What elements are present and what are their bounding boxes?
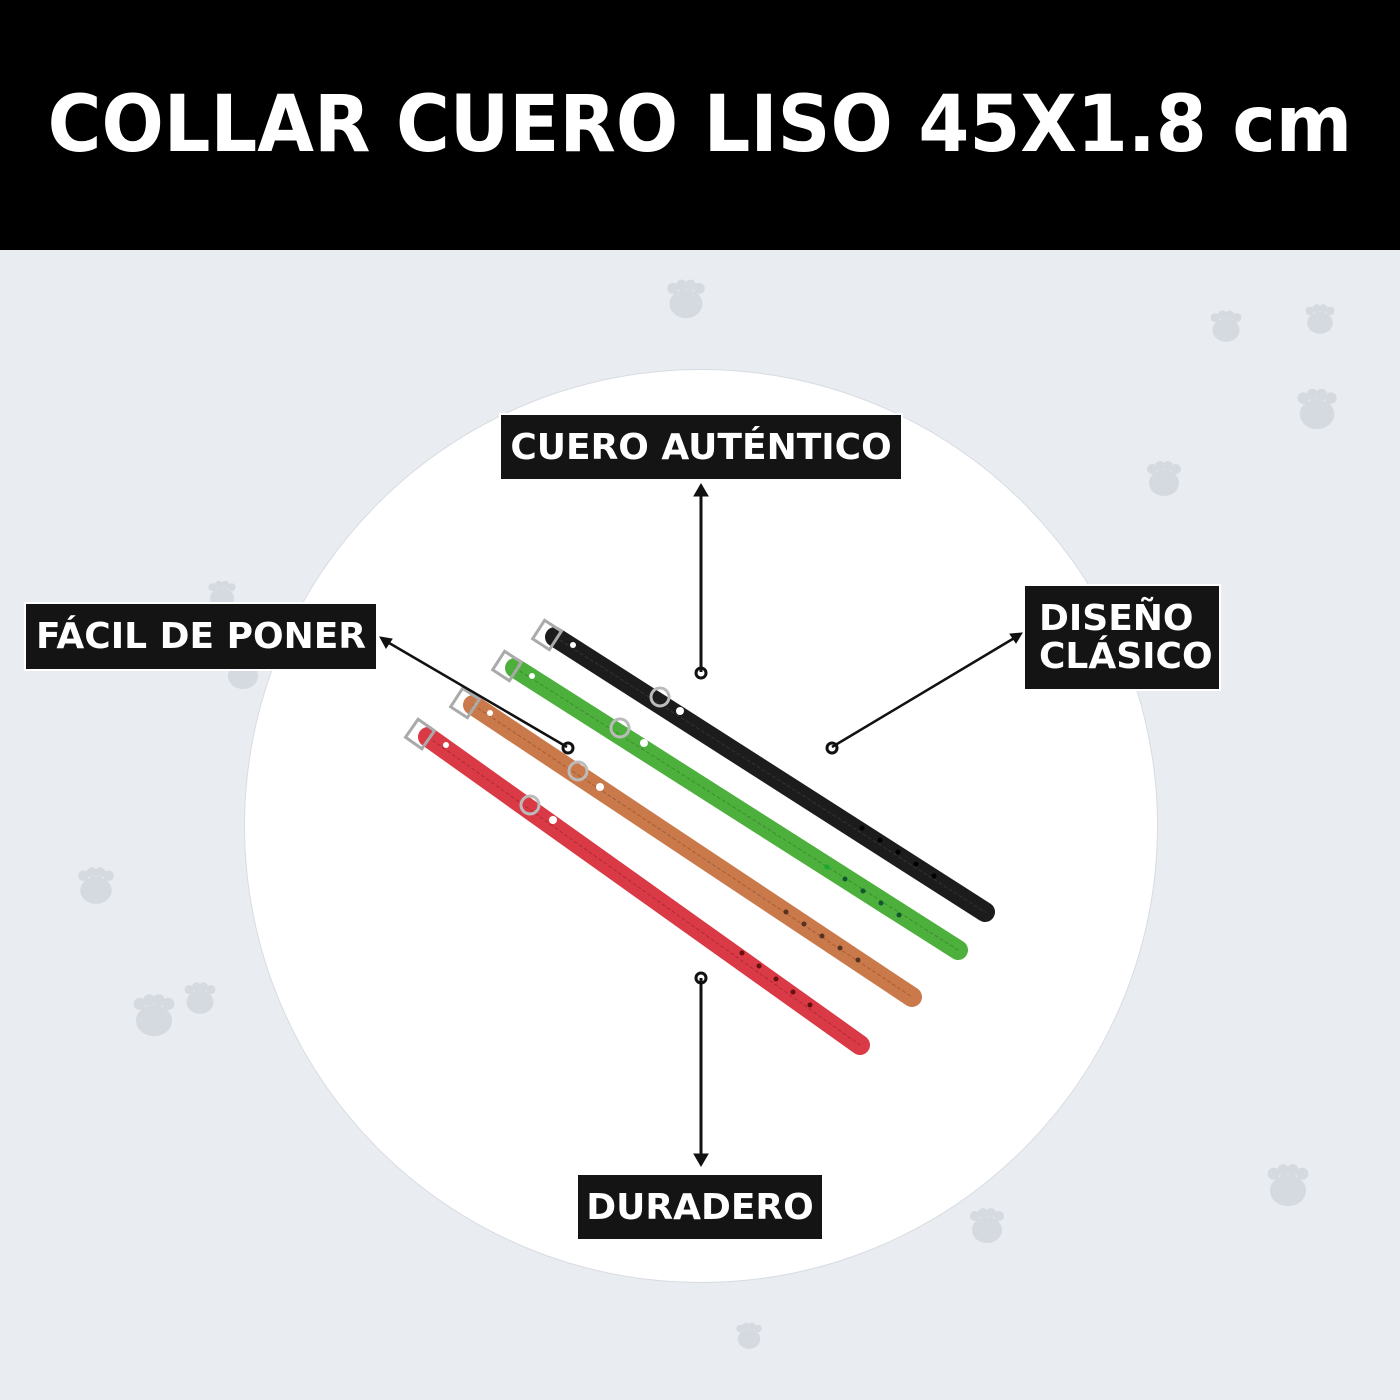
feature-text: DURADERO <box>586 1186 814 1228</box>
feature-text-line1: DISEÑO <box>1039 597 1194 639</box>
feature-label-durable: DURADERO <box>578 1175 822 1239</box>
feature-text: FÁCIL DE PONER <box>35 616 367 657</box>
title-banner: COLLAR CUERO LISO 45X1.8 cm <box>0 0 1400 250</box>
product-circle <box>245 370 1157 1282</box>
feature-text: CUERO AUTÉNTICO <box>510 426 892 468</box>
feature-label-authentic-leather: CUERO AUTÉNTICO <box>501 415 901 479</box>
feature-label-easy-to-wear: FÁCIL DE PONER <box>26 604 376 669</box>
feature-text-line2: CLÁSICO <box>1039 635 1213 677</box>
feature-label-classic-design: DISEÑO CLÁSICO <box>1025 586 1219 689</box>
product-title: COLLAR CUERO LISO 45X1.8 cm <box>47 80 1353 170</box>
